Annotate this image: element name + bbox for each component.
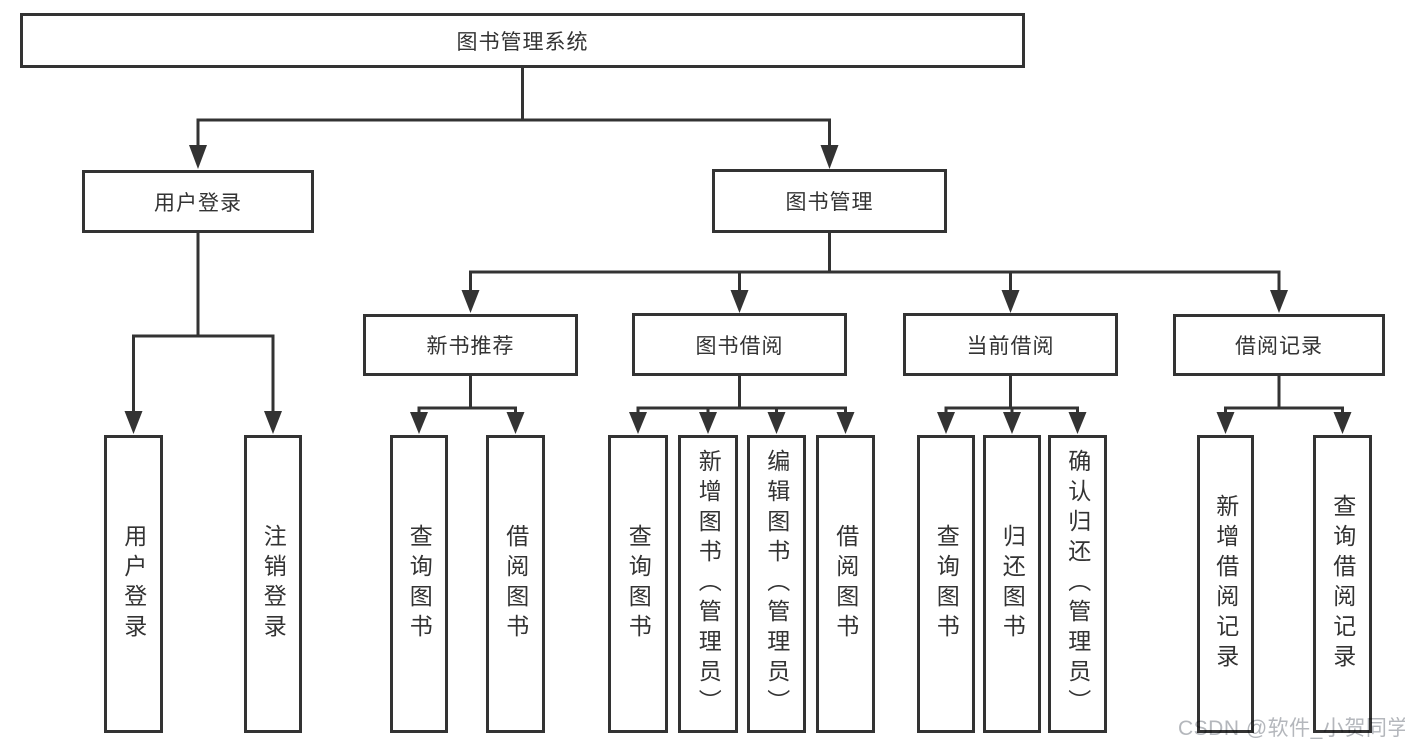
node-label: 归还图书 (999, 524, 1026, 644)
arrowhead (1270, 290, 1288, 313)
node-label: 借阅图书 (832, 524, 859, 644)
arrowhead (124, 411, 143, 434)
node-label: 图书管理 (785, 191, 874, 214)
node-return-books: 归还图书 (983, 435, 1041, 733)
arrowhead (189, 145, 207, 169)
node-label: 查询图书 (406, 524, 433, 644)
node-label: 当前借阅 (966, 334, 1055, 358)
arrowhead (629, 412, 647, 434)
node-add-borrow-record: 新增借阅记录 (1197, 435, 1254, 733)
node-leaf-user-login: 用户登录 (104, 435, 163, 733)
node-borrowing-records: 借阅记录 (1173, 314, 1385, 376)
node-new-book-recommend: 新书推荐 (363, 314, 578, 376)
node-leaf-logout: 注销登录 (244, 435, 302, 733)
node-confirm-return-admin: 确认归还（管理员） (1048, 435, 1107, 733)
arrowhead (410, 412, 428, 434)
watermark: CSDN @软件_小贺同学 (1178, 717, 1405, 740)
node-label: 编辑图书（管理员） (763, 449, 790, 719)
node-label: 查询图书 (625, 524, 652, 644)
connector-arrowheads (124, 145, 1352, 434)
node-label: 新增借阅记录 (1212, 494, 1239, 674)
arrowhead (264, 411, 282, 434)
arrowhead (730, 290, 749, 313)
node-add-books-admin: 新增图书（管理员） (678, 435, 738, 733)
node-borrow-books: 借阅图书 (816, 435, 875, 733)
node-label: 借阅记录 (1235, 335, 1323, 358)
node-label: 查询图书 (933, 524, 960, 644)
node-label: 确认归还（管理员） (1064, 449, 1091, 719)
arrowhead (820, 145, 839, 169)
node-label: 新书推荐 (426, 335, 515, 358)
node-label: 查询借阅记录 (1329, 494, 1356, 674)
node-edit-books-admin: 编辑图书（管理员） (747, 435, 806, 733)
node-book-management: 图书管理 (712, 169, 947, 233)
arrowhead (506, 412, 525, 434)
node-label: 图书管理系统 (456, 30, 589, 54)
arrowhead (836, 412, 855, 434)
arrowhead (699, 412, 717, 434)
arrowhead (1068, 412, 1087, 434)
arrowhead (1216, 412, 1235, 434)
node-current-borrowing: 当前借阅 (903, 313, 1118, 376)
node-query-books-current: 查询图书 (917, 435, 975, 733)
arrowhead (767, 412, 786, 434)
node-borrow-books-recommend: 借阅图书 (486, 435, 545, 733)
arrowhead (461, 290, 480, 313)
node-label: 用户登录 (120, 524, 147, 644)
arrowhead (1003, 412, 1021, 434)
node-label: 借阅图书 (502, 524, 529, 644)
arrowhead (1333, 412, 1352, 434)
node-label: 注销登录 (260, 524, 287, 644)
node-query-books-borrowing: 查询图书 (608, 435, 668, 733)
node-book-borrowing: 图书借阅 (632, 313, 847, 376)
node-label: 用户登录 (154, 191, 242, 215)
node-library-system: 图书管理系统 (20, 13, 1025, 68)
node-query-books-recommend: 查询图书 (390, 435, 448, 733)
node-user-login: 用户登录 (82, 170, 314, 233)
arrowhead (937, 412, 955, 434)
arrowhead (1001, 290, 1020, 313)
node-label: 新增图书（管理员） (695, 449, 722, 719)
node-label: 图书借阅 (695, 334, 784, 358)
node-query-borrow-record: 查询借阅记录 (1313, 435, 1372, 733)
